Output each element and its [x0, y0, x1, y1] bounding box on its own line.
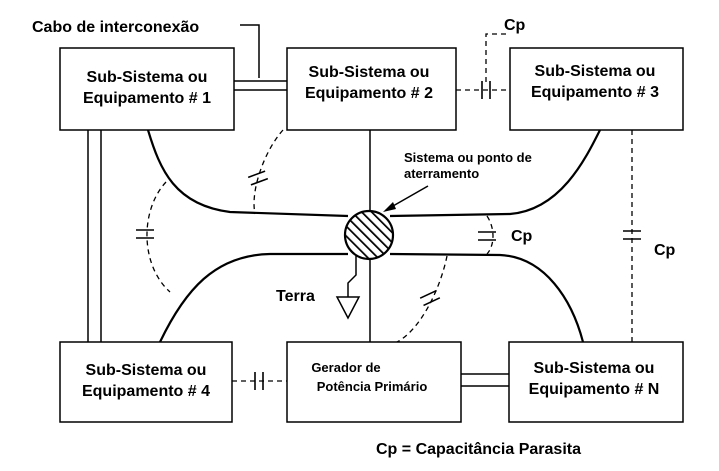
cp-path-lower: [396, 255, 448, 343]
grounding-point-icon: [343, 209, 395, 261]
box-sub4-line2: Equipamento # 4: [82, 383, 210, 400]
box-sub-system-3: Sub-Sistema ou Equipamento # 3: [509, 47, 684, 131]
box-subn-line1: Sub-Sistema ou: [534, 360, 655, 377]
box-generator-line2: Potência Primário: [317, 379, 428, 394]
box-sub1-line2: Equipamento # 1: [83, 90, 211, 107]
ground-system-label-line2: aterramento: [404, 166, 479, 181]
box-sub-system-2: Sub-Sistema ou Equipamento # 2: [286, 47, 457, 131]
cp-label-top: Cp: [504, 17, 526, 34]
cp-path-left: [146, 181, 171, 293]
capacitor-icon: [419, 289, 441, 307]
box-sub3-line2: Equipamento # 3: [531, 84, 659, 101]
box-generator-line1: Gerador de: [311, 360, 380, 375]
ground-conductor-3: [389, 129, 601, 218]
ground-conductor-n: [389, 252, 585, 343]
cp-path-upper: [253, 129, 284, 215]
box-subn-line2: Equipamento # N: [529, 381, 660, 398]
box-sub4-line1: Sub-Sistema ou: [86, 362, 207, 379]
earth-ground-icon: [335, 296, 361, 320]
cable-leader-line: [240, 24, 260, 78]
box-sub-system-4: Sub-Sistema ou Equipamento # 4: [59, 341, 233, 423]
ground-conductor-1: [146, 129, 349, 218]
box-primary-power-generator: Gerador de Potência Primário: [286, 341, 462, 423]
capacitor-icon: [254, 372, 264, 390]
earth-wire: [347, 256, 357, 297]
ground-conductor-4: [159, 252, 348, 343]
box-sub3-line1: Sub-Sistema ou: [535, 63, 656, 80]
box-sub2-line1: Sub-Sistema ou: [309, 64, 430, 81]
capacitor-icon: [481, 81, 491, 99]
box-sub-system-n: Sub-Sistema ou Equipamento # N: [508, 341, 684, 423]
interconnection-cable-label: Cabo de interconexão: [32, 19, 199, 36]
ground-system-label-line1: Sistema ou ponto de: [404, 150, 532, 165]
capacitor-icon: [623, 230, 641, 240]
cp-label-far-right: Cp: [654, 242, 676, 259]
cp-top-leader: [485, 33, 508, 82]
box-sub-system-1: Sub-Sistema ou Equipamento # 1: [59, 47, 235, 131]
cp-label-right-mid: Cp: [511, 228, 533, 245]
earth-label: Terra: [276, 288, 315, 305]
capacitor-icon: [247, 170, 269, 186]
capacitor-icon: [136, 229, 154, 239]
cp-path-right-mid: [486, 215, 494, 255]
ground-system-arrowhead-icon: [383, 202, 396, 212]
capacitor-icon: [478, 231, 496, 241]
legend-text: Cp = Capacitância Parasita: [376, 441, 581, 458]
box-sub1-line1: Sub-Sistema ou: [87, 69, 208, 86]
box-sub2-line2: Equipamento # 2: [305, 85, 433, 102]
